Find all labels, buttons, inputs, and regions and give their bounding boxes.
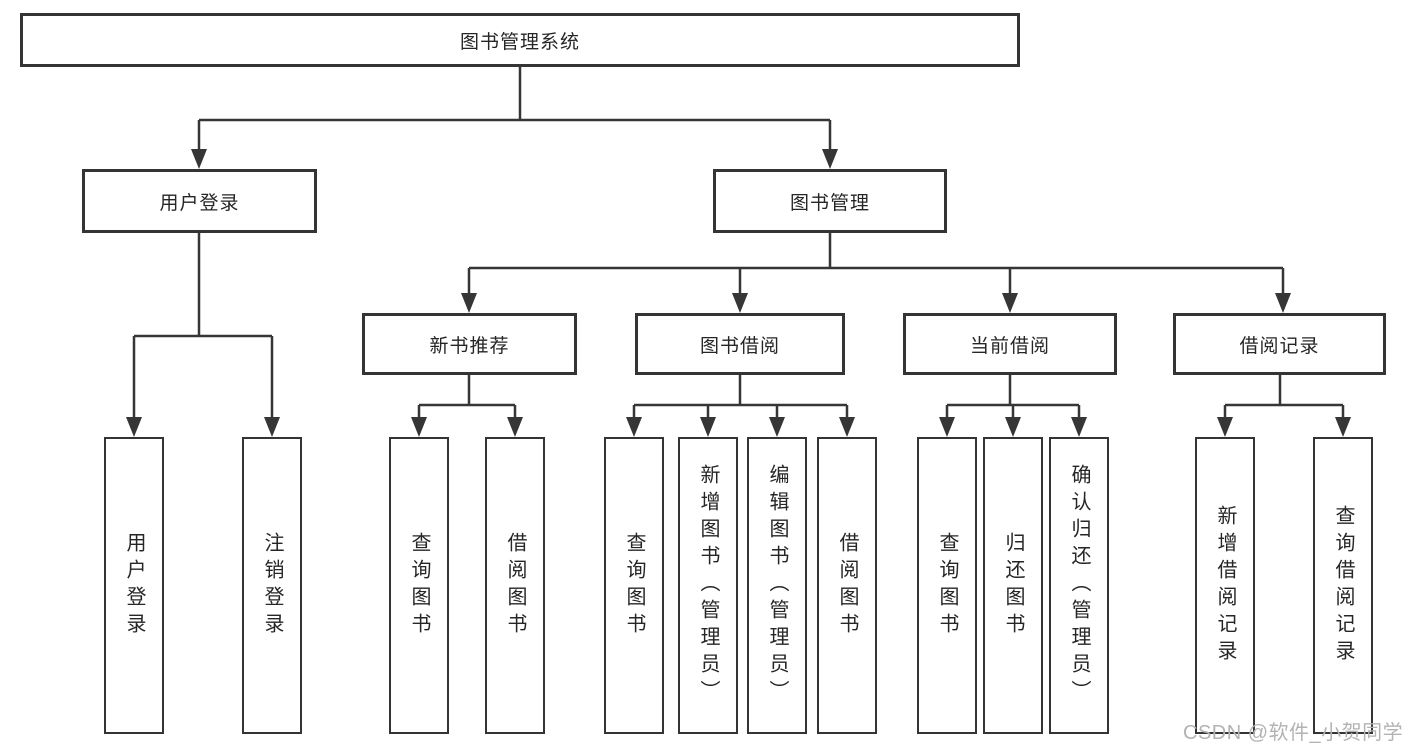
leaf-edit-books-admin: 编辑图书（管理员） [747,437,807,734]
leaf-query-books-recommend: 查询图书 [389,437,449,734]
csdn-watermark: CSDN @软件_小贺同学 [1183,722,1404,744]
leaf-label: 借阅图书 [504,531,526,640]
leaf-return-books: 归还图书 [983,437,1043,734]
node-user-login-branch: 用户登录 [82,169,317,233]
leaf-label: 查询图书 [936,531,958,640]
node-new-book-recommendation: 新书推荐 [362,313,577,375]
node-label: 借阅记录 [1239,335,1320,357]
leaf-label: 归还图书 [1002,531,1024,640]
leaf-label: 新增借阅记录 [1214,504,1236,667]
node-library-management-system: 图书管理系统 [20,13,1020,67]
leaf-query-books-borrow: 查询图书 [604,437,664,734]
leaf-borrow-books: 借阅图书 [817,437,877,734]
leaf-label: 查询借阅记录 [1332,504,1354,667]
leaf-add-books-admin: 新增图书（管理员） [678,437,738,734]
node-label: 新书推荐 [429,335,510,357]
leaf-label: 用户登录 [123,531,145,640]
leaf-user-login: 用户登录 [104,437,164,734]
node-current-borrowing: 当前借阅 [903,313,1117,375]
node-label: 当前借阅 [969,335,1050,357]
node-borrowing-records: 借阅记录 [1173,313,1386,375]
leaf-label: 借阅图书 [836,531,858,640]
leaf-query-books-current: 查询图书 [917,437,977,734]
leaf-label: 新增图书（管理员） [697,464,719,707]
leaf-label: 查询图书 [623,531,645,640]
leaf-logout: 注销登录 [242,437,302,734]
node-label: 图书管理 [789,192,870,214]
leaf-label: 查询图书 [408,531,430,640]
node-label: 用户登录 [159,192,240,214]
leaf-label: 编辑图书（管理员） [766,464,788,707]
leaf-confirm-return-admin: 确认归还（管理员） [1049,437,1109,734]
leaf-add-borrow-record: 新增借阅记录 [1195,437,1255,734]
node-label: 图书借阅 [699,335,780,357]
leaf-query-borrow-record: 查询借阅记录 [1313,437,1373,734]
node-label: 图书管理系统 [459,31,580,53]
leaf-borrow-books-recommend: 借阅图书 [485,437,545,734]
node-book-borrowing: 图书借阅 [635,313,845,375]
leaf-label: 确认归还（管理员） [1068,464,1090,707]
leaf-label: 注销登录 [261,531,283,640]
node-book-management-branch: 图书管理 [713,169,947,233]
